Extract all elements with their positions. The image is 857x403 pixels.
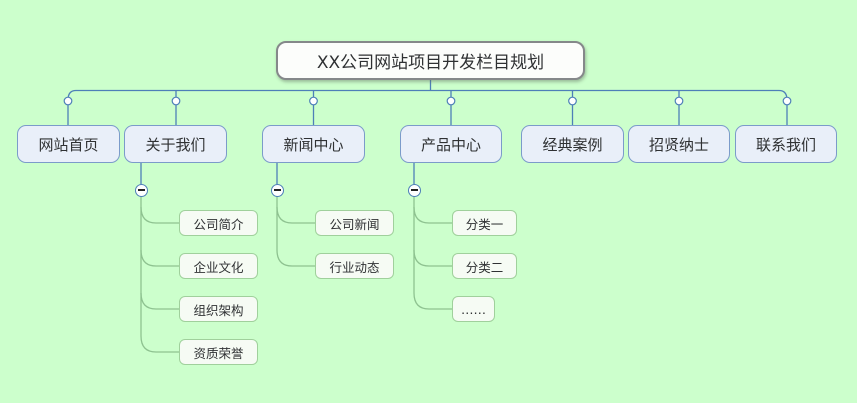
node-honors[interactable]: 资质荣誉 [179,339,258,365]
node-contact[interactable]: 联系我们 [735,125,837,163]
collapse-button-about[interactable] [134,183,148,197]
small-dot-icon [782,96,792,106]
node-industry-trends[interactable]: 行业动态 [315,253,394,279]
node-about[interactable]: 关于我们 [124,125,227,163]
node-news[interactable]: 新闻中心 [262,125,365,163]
node-category-2[interactable]: 分类二 [452,253,517,279]
collapse-button-news[interactable] [270,183,284,197]
small-dot-icon [309,96,318,106]
small-dot-icon [446,96,456,106]
node-cases[interactable]: 经典案例 [521,125,624,163]
branch-curve-line [140,206,179,224]
node-company-profile[interactable]: 公司简介 [179,210,258,236]
small-dot-icon [674,96,684,106]
branch-curve-line [413,249,452,267]
minus-icon [273,189,281,191]
branch-curve-line [276,249,315,267]
collapse-button-products[interactable] [407,183,421,197]
bus-line [67,89,788,101]
minus-icon [410,189,418,191]
branch-curve-line [413,292,452,310]
node-products[interactable]: 产品中心 [400,125,502,163]
node-corporate-culture[interactable]: 企业文化 [179,253,258,279]
branch-curve-line [413,206,452,224]
small-dot-icon [171,96,181,106]
node-category-1[interactable]: 分类一 [452,210,517,236]
node-root-title[interactable]: XX公司网站项目开发栏目规划 [276,41,585,80]
branch-curve-line [276,206,315,224]
branch-curve-line [140,249,179,267]
branch-curve-line [140,292,179,310]
small-dot-icon [63,96,73,106]
small-dot-icon [568,96,577,106]
junction-dots [63,96,792,106]
node-careers[interactable]: 招贤纳士 [628,125,730,163]
node-category-more[interactable]: …… [452,296,495,322]
node-home[interactable]: 网站首页 [17,125,120,163]
node-organization[interactable]: 组织架构 [179,296,258,322]
node-company-news[interactable]: 公司新闻 [315,210,394,236]
level2-connector-lines [140,196,452,353]
minus-icon [137,189,145,191]
branch-curve-line [140,335,179,353]
